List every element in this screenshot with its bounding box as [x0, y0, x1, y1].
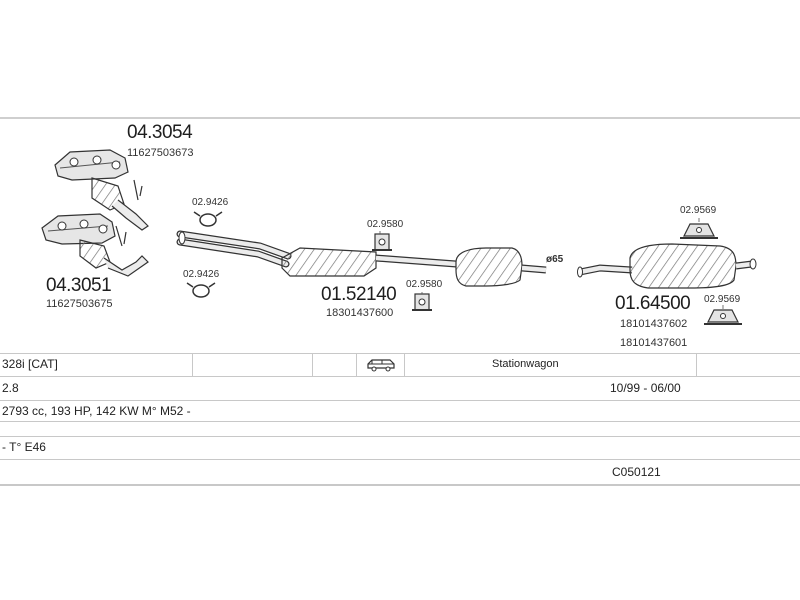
mount-mid-upper-part[interactable]	[372, 233, 392, 251]
manifold-upper-part[interactable]	[54, 149, 149, 231]
oem-number-manifold-upper: 11627503673	[127, 147, 194, 159]
part-number-clamp-lower: 02.9426	[183, 269, 220, 280]
body-type-label: Stationwagon	[492, 358, 559, 370]
part-number-mount-rear-upper: 02.9569	[680, 205, 717, 216]
rear-muffler-part[interactable]	[577, 243, 757, 289]
leader-lines	[379, 218, 724, 309]
part-number-rear-muffler: 01.64500	[615, 293, 691, 314]
mount-mid-lower-part[interactable]	[412, 293, 432, 311]
manifold-lower-part[interactable]	[41, 213, 149, 277]
part-number-mount-mid-lower: 02.9580	[406, 279, 443, 290]
catalog-code-label: C050121	[612, 465, 661, 479]
period-label: 10/99 - 06/00	[610, 381, 681, 395]
oem-number-manifold-lower: 11627503675	[46, 298, 113, 310]
part-number-mount-mid-upper: 02.9580	[367, 219, 404, 230]
info-row-spacer	[0, 422, 800, 437]
part-number-mid-pipe: 01.52140	[321, 284, 397, 305]
oem-number-rear-muffler-1: 18101437602	[620, 318, 688, 330]
part-number-manifold-upper: 04.3054	[127, 122, 193, 143]
engine-label: 2.8	[2, 381, 19, 395]
diagram-top-border	[0, 117, 800, 119]
mid-pipe-part[interactable]	[176, 230, 547, 287]
part-number-clamp-upper: 02.9426	[192, 197, 229, 208]
info-row-chassis: - T° E46	[0, 437, 800, 460]
station-wagon-icon	[366, 358, 396, 380]
pipe-diameter-label: ø65	[546, 254, 564, 265]
model-label: 328i [CAT]	[2, 357, 58, 371]
chassis-label: - T° E46	[2, 440, 46, 454]
info-row-engine-details: 2793 cc, 193 HP, 142 KW M° M52 -	[0, 401, 800, 422]
engine-details-label: 2793 cc, 193 HP, 142 KW M° M52 -	[2, 404, 191, 418]
part-number-mount-rear-lower: 02.9569	[704, 294, 741, 305]
oem-number-rear-muffler-2: 18101437601	[620, 337, 688, 349]
mount-rear-upper-part[interactable]	[680, 223, 718, 239]
oem-number-mid-pipe: 18301437600	[326, 307, 394, 319]
mount-rear-lower-part[interactable]	[704, 309, 742, 325]
part-number-manifold-lower: 04.3051	[46, 275, 112, 296]
clamp-upper-part[interactable]	[193, 211, 223, 227]
info-row-model: 328i [CAT] Stationwagon	[0, 353, 800, 377]
clamp-lower-part[interactable]	[186, 282, 216, 298]
info-row-code: C050121	[0, 460, 800, 486]
info-row-engine: 2.8 10/99 - 06/00	[0, 376, 800, 401]
